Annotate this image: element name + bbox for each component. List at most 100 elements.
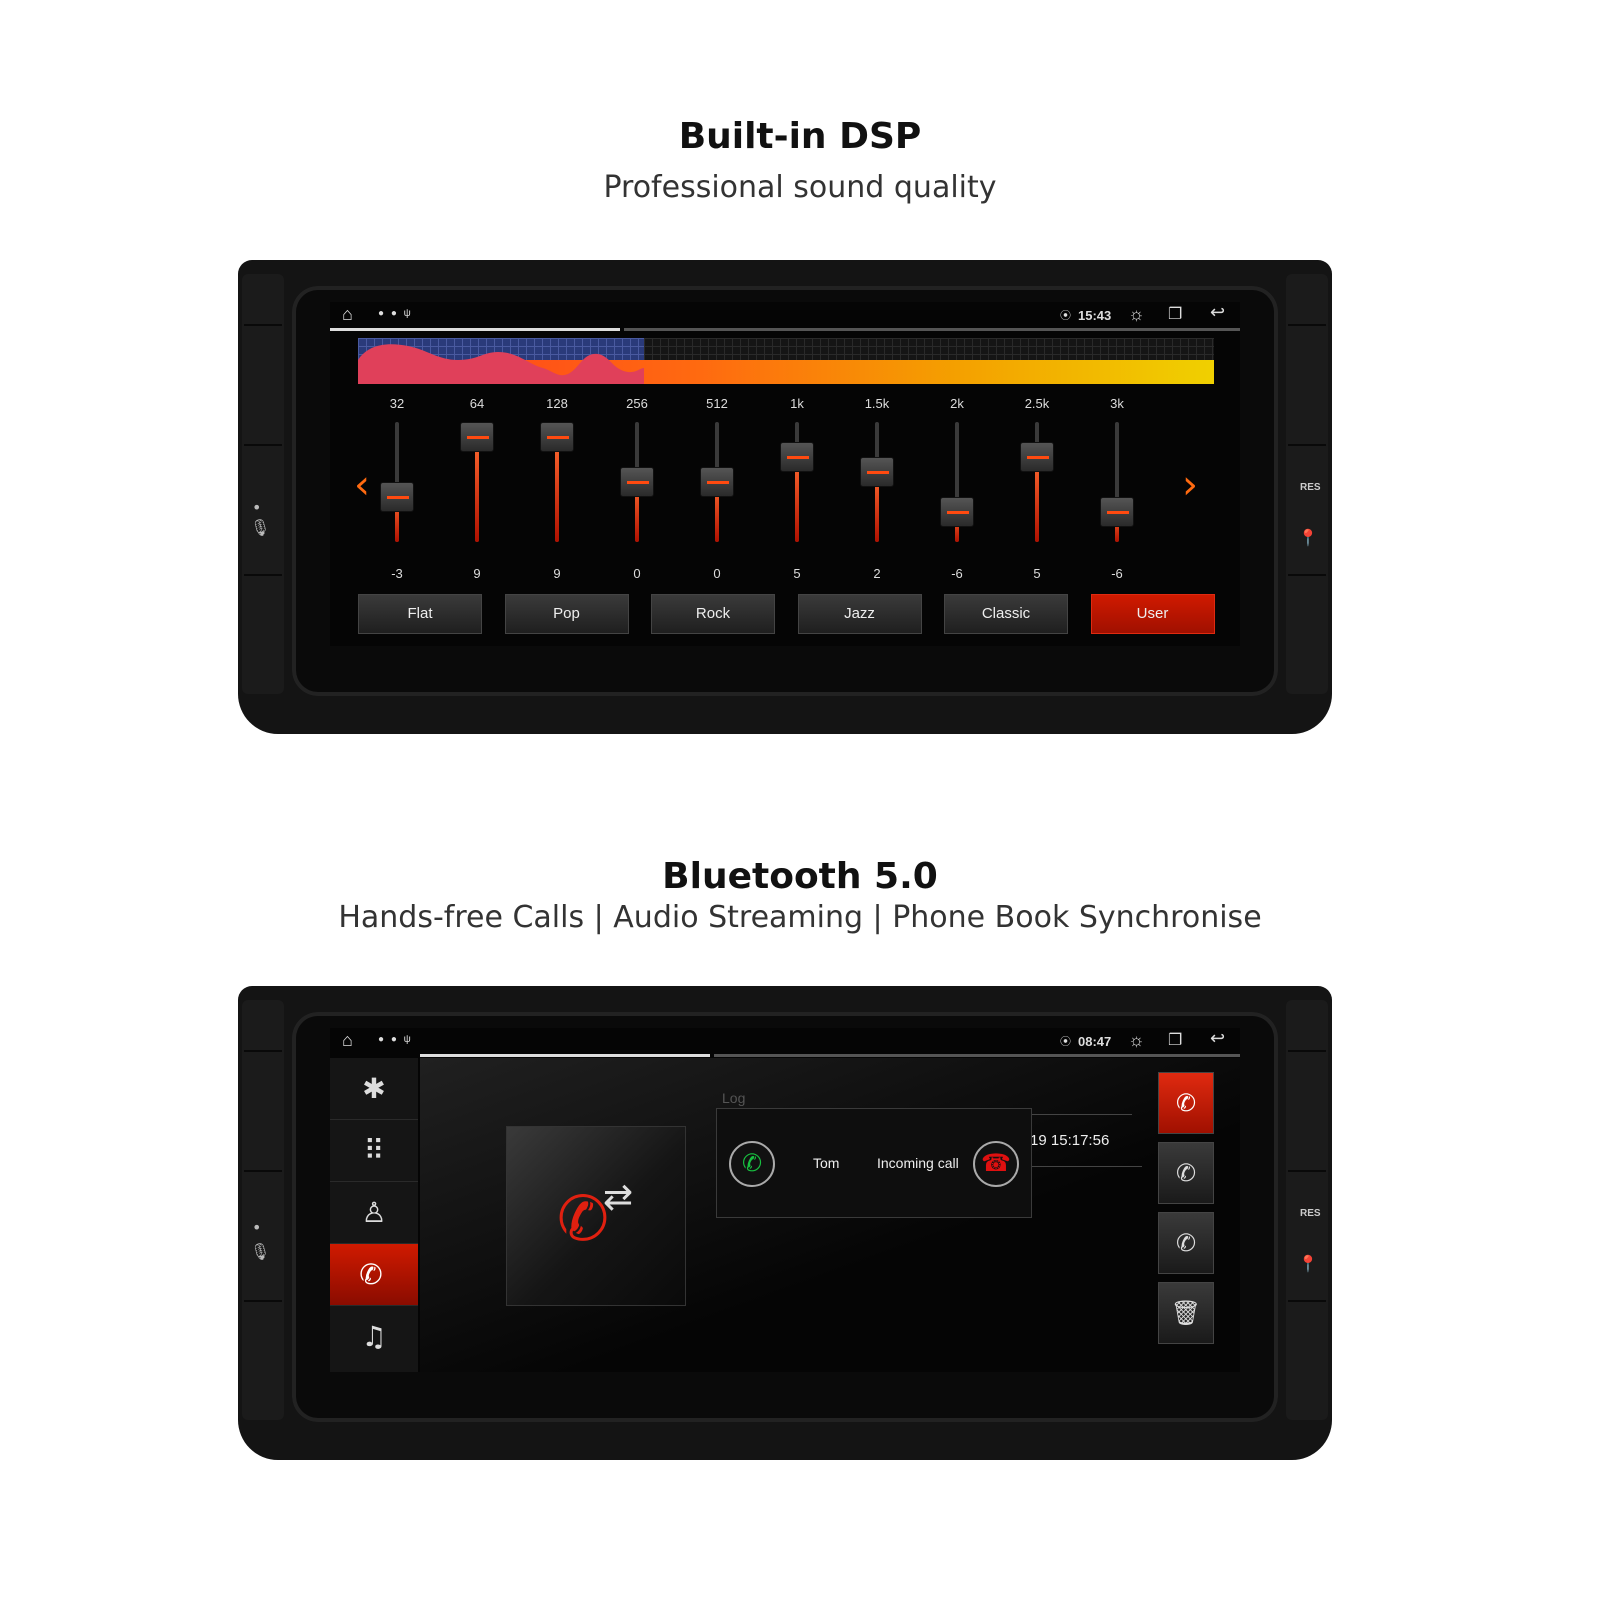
bt-screen: ⌂ ● ● ψ ⦿ 08:47 ☼ ❐ ↩ ✱ ⠿ ♙ ✆ ♫ ✆ ⇄ Log …: [330, 1028, 1240, 1372]
contacts-tab[interactable]: ♙: [330, 1182, 418, 1244]
band-gain-value: 5: [793, 566, 801, 581]
hang-up-icon: ☎: [981, 1149, 1011, 1177]
prev-page-arrow[interactable]: ‹: [354, 462, 370, 508]
outgoing-call-icon: ✆: [1175, 1089, 1197, 1117]
band-gain-value: 9: [553, 566, 561, 581]
band-slider-fill: [1035, 457, 1039, 542]
band-frequency-label: 2k: [950, 396, 964, 411]
band-slider-knob[interactable]: [1100, 497, 1134, 527]
missed-call-icon: ✆: [1175, 1229, 1197, 1257]
music-tab[interactable]: ♫: [330, 1306, 418, 1368]
notification-icons: ● ● ψ: [378, 1034, 413, 1045]
reject-call-button[interactable]: ☎: [973, 1141, 1019, 1187]
call-log-tab[interactable]: ✆: [330, 1244, 418, 1306]
accept-call-icon: ✆: [741, 1149, 763, 1177]
contacts-icon: ♙: [361, 1196, 387, 1229]
band-slider-knob[interactable]: [780, 442, 814, 472]
call-log-panel: ✆ ⇄ Log 2022-04-19 15:17:56 ✆ Tom Incomi…: [420, 1058, 1240, 1372]
microphone-icon: 🎙: [250, 1242, 271, 1261]
incoming-call-icon: ✆: [1175, 1159, 1197, 1187]
notification-icons: ● ● ψ: [378, 308, 413, 319]
left-control-strip: [242, 274, 284, 694]
band-frequency-label: 1k: [790, 396, 804, 411]
band-slider-knob[interactable]: [540, 422, 574, 452]
preset-button-jazz[interactable]: Jazz: [797, 594, 922, 634]
band-slider-knob[interactable]: [860, 457, 894, 487]
dsp-subtitle: Professional sound quality: [603, 170, 997, 205]
incoming-calls-filter[interactable]: ✆: [1158, 1142, 1214, 1204]
music-icon: ♫: [361, 1320, 387, 1353]
right-control-strip: [1286, 274, 1328, 694]
brightness-icon[interactable]: ☼: [1128, 304, 1145, 324]
gps-pin-icon: 📍: [1298, 528, 1318, 547]
bt-sidebar: ✱ ⠿ ♙ ✆ ♫: [330, 1058, 418, 1372]
band-slider-track[interactable]: [1115, 422, 1119, 542]
preset-button-user[interactable]: User: [1090, 594, 1215, 634]
band-slider-fill: [955, 512, 959, 542]
band-slider-knob[interactable]: [1020, 442, 1054, 472]
status-time: 15:43: [1078, 308, 1112, 323]
location-icon: ⦿: [1060, 310, 1071, 322]
trash-icon: 🗑: [1170, 1299, 1202, 1327]
band-gain-value: -3: [391, 566, 403, 581]
band-frequency-label: 3k: [1110, 396, 1124, 411]
home-icon[interactable]: ⌂: [342, 1030, 353, 1050]
dialpad-tab[interactable]: ⠿: [330, 1120, 418, 1182]
incoming-call-popup: ✆ Tom Incoming call ☎: [716, 1108, 1032, 1218]
band-slider-fill: [875, 472, 879, 542]
band-gain-value: 0: [633, 566, 641, 581]
band-frequency-label: 1.5k: [864, 396, 890, 411]
preset-button-pop[interactable]: Pop: [504, 594, 629, 634]
res-button[interactable]: RES: [1300, 482, 1321, 493]
back-icon[interactable]: ↩: [1210, 302, 1226, 322]
delete-log-button[interactable]: 🗑: [1158, 1282, 1214, 1344]
band-gain-value: 2: [873, 566, 881, 581]
band-slider-fill: [1115, 512, 1119, 542]
call-log-graphic: ✆ ⇄: [506, 1126, 686, 1306]
page-indicator: [624, 328, 1240, 331]
band-gain-value: 9: [473, 566, 481, 581]
preset-button-classic[interactable]: Classic: [944, 594, 1068, 634]
preset-button-rock[interactable]: Rock: [651, 594, 775, 634]
home-icon[interactable]: ⌂: [342, 304, 353, 324]
spectrum-visualizer: [358, 338, 1214, 384]
missed-calls-filter[interactable]: ✆: [1158, 1212, 1214, 1274]
band-slider-knob[interactable]: [620, 467, 654, 497]
gps-pin-icon: 📍: [1298, 1254, 1318, 1273]
bluetooth-audio-tab[interactable]: ✱: [330, 1058, 418, 1120]
res-button[interactable]: RES: [1300, 1208, 1321, 1219]
accept-call-button[interactable]: ✆: [729, 1141, 775, 1187]
band-gain-value: -6: [951, 566, 963, 581]
page-indicator: [714, 1054, 1240, 1057]
head-unit-bt: • 🎙 RES 📍 ⌂ ● ● ψ ⦿ 08:47 ☼ ❐ ↩ ✱ ⠿ ♙ ✆ …: [238, 986, 1332, 1460]
band-slider-fill: [635, 482, 639, 542]
band-slider-track[interactable]: [955, 422, 959, 542]
call-status: Incoming call: [877, 1155, 959, 1171]
next-page-arrow[interactable]: ›: [1182, 462, 1198, 508]
band-slider-knob[interactable]: [940, 497, 974, 527]
back-icon[interactable]: ↩: [1210, 1028, 1226, 1048]
dsp-title: Built-in DSP: [678, 116, 922, 157]
right-control-strip: [1286, 1000, 1328, 1420]
band-frequency-label: 32: [389, 396, 405, 411]
status-bar: ⌂ ● ● ψ ⦿ 15:43 ☼ ❐ ↩: [330, 302, 1240, 330]
band-slider-knob[interactable]: [380, 482, 414, 512]
band-slider-fill: [795, 457, 799, 542]
reset-dot-icon: •: [252, 1218, 262, 1237]
band-slider-knob[interactable]: [700, 467, 734, 497]
brightness-icon[interactable]: ☼: [1128, 1030, 1145, 1050]
band-slider-knob[interactable]: [460, 422, 494, 452]
band-slider-fill: [555, 437, 559, 542]
page-indicator-active: [330, 328, 620, 331]
swap-arrows-icon: ⇄: [603, 1177, 634, 1218]
left-control-strip: [242, 1000, 284, 1420]
outgoing-calls-filter[interactable]: ✆: [1158, 1072, 1214, 1134]
preset-button-flat[interactable]: Flat: [358, 594, 482, 634]
status-bar: ⌂ ● ● ψ ⦿ 08:47 ☼ ❐ ↩: [330, 1028, 1240, 1056]
recent-apps-icon[interactable]: ❐: [1168, 306, 1183, 323]
band-gain-value: 0: [713, 566, 721, 581]
recent-apps-icon[interactable]: ❐: [1168, 1032, 1183, 1049]
bt-subtitle: Hands-free Calls | Audio Streaming | Pho…: [338, 900, 1262, 935]
band-frequency-label: 64: [469, 396, 485, 411]
